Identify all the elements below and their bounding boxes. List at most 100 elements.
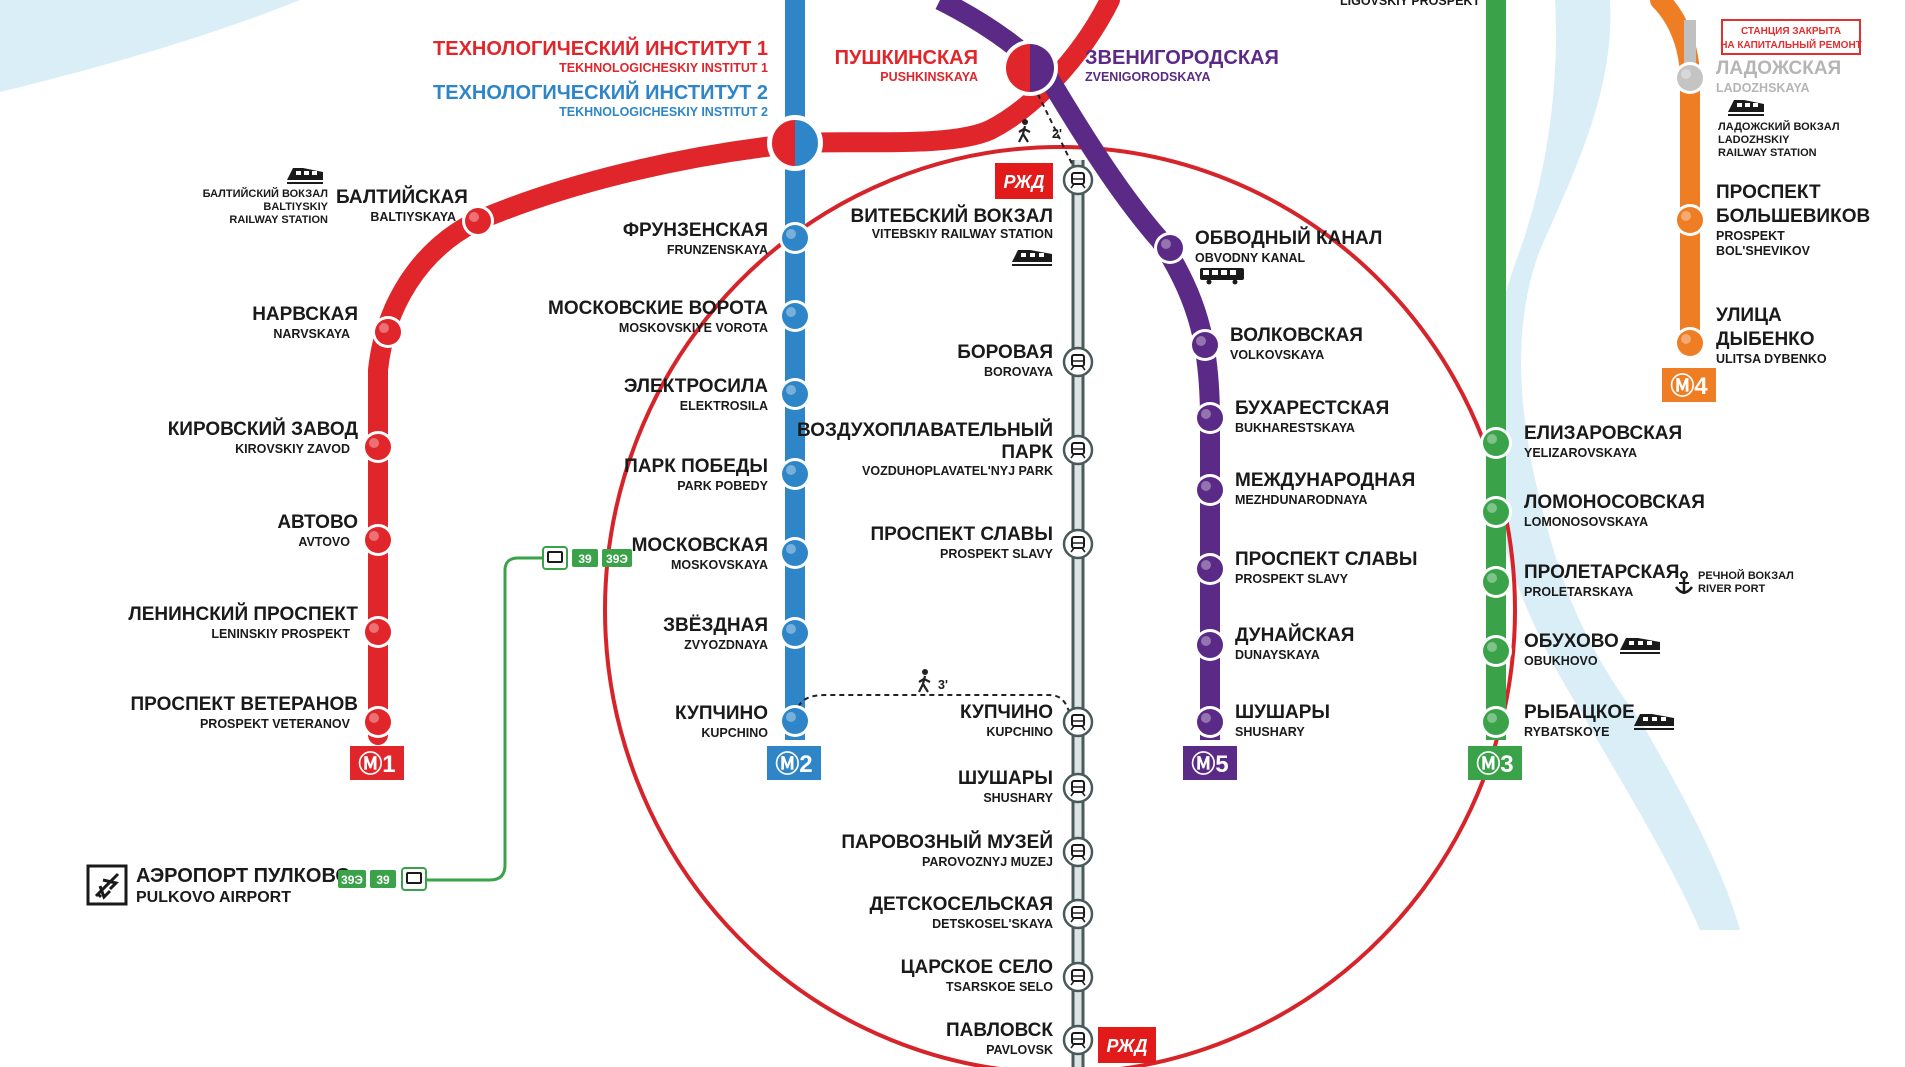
station-l1-5-ru: ПРОСПЕКТ ВЕТЕРАНОВ bbox=[131, 694, 358, 715]
water-top-left bbox=[0, 0, 300, 92]
station-pushkinskaya-ru[interactable]: ПУШКИНСКАЯ bbox=[835, 47, 978, 69]
station-l5-4-en: PROSPEKT SLAVY bbox=[1235, 572, 1349, 586]
station-l2-5[interactable] bbox=[779, 617, 811, 649]
station-l1-5[interactable] bbox=[362, 706, 394, 738]
station-l5-6[interactable] bbox=[1194, 706, 1226, 738]
station-rail-6-en: PAROVOZNYJ MUZEJ bbox=[922, 855, 1053, 869]
station-l1-1-en: NARVSKAYA bbox=[273, 327, 350, 341]
line-badge-label-4: Ⓜ3 bbox=[1476, 750, 1513, 778]
station-tech2-ru[interactable]: ТЕХНОЛОГИЧЕСКИЙ ИНСТИТУТ 2 bbox=[433, 80, 768, 104]
station-l3-1-ru: ЛОМОНОСОВСКАЯ bbox=[1524, 492, 1705, 513]
station-rail-0-en: VITEBSKIY RAILWAY STATION bbox=[872, 227, 1053, 241]
station-rail-6[interactable] bbox=[1062, 836, 1094, 868]
station-l3-4-en: RYBATSKOYE bbox=[1524, 725, 1609, 739]
station-l2-0-en: FRUNZENSKAYA bbox=[667, 243, 768, 257]
interchange-tech-institut[interactable] bbox=[767, 115, 823, 171]
station-l5-6-ru: ШУШАРЫ bbox=[1235, 702, 1330, 723]
station-rail-3-en: PROSPEKT SLAVY bbox=[940, 547, 1054, 561]
rzd-label-bottom: РЖД bbox=[1106, 1036, 1147, 1056]
station-l1-4-ru: ЛЕНИНСКИЙ ПРОСПЕКТ bbox=[128, 603, 358, 625]
station-rail-1[interactable] bbox=[1062, 346, 1094, 378]
station-rail-9-ru: ПАВЛОВСК bbox=[946, 1020, 1053, 1041]
station-rail-9[interactable] bbox=[1062, 1024, 1094, 1056]
walk-transfer-top bbox=[1029, 77, 1076, 171]
station-l5-1[interactable] bbox=[1189, 329, 1221, 361]
station-l3-0[interactable] bbox=[1480, 427, 1512, 459]
station-l1-1[interactable] bbox=[372, 316, 404, 348]
station-ligovsky-en: LIGOVSKIY PROSPEKT bbox=[1340, 0, 1480, 8]
line1-track bbox=[368, 0, 1120, 745]
station-l5-5[interactable] bbox=[1194, 629, 1226, 661]
station-l1-3[interactable] bbox=[362, 524, 394, 556]
station-rail-3-ru: ПРОСПЕКТ СЛАВЫ bbox=[871, 524, 1054, 545]
station-l3-1[interactable] bbox=[1480, 496, 1512, 528]
station-rail-7-ru: ДЕТСКОСЕЛЬСКАЯ bbox=[869, 894, 1053, 915]
closed-notice-l1: СТАНЦИЯ ЗАКРЫТА bbox=[1741, 26, 1841, 37]
rzd-label-top: РЖД bbox=[1003, 172, 1044, 192]
station-l2-1[interactable] bbox=[779, 300, 811, 332]
station-l4-2[interactable] bbox=[1674, 327, 1706, 359]
station-rail-0[interactable] bbox=[1062, 164, 1094, 196]
station-l2-5-ru: ЗВЁЗДНАЯ bbox=[663, 615, 768, 636]
station-l5-4-ru: ПРОСПЕКТ СЛАВЫ bbox=[1235, 549, 1418, 570]
station-l4-1-ru2: БОЛЬШЕВИКОВ bbox=[1716, 206, 1870, 227]
anchor-icon bbox=[1674, 571, 1694, 594]
station-l2-6[interactable] bbox=[779, 705, 811, 737]
station-l1-0[interactable] bbox=[462, 205, 494, 237]
station-l1-1-ru: НАРВСКАЯ bbox=[252, 304, 358, 325]
airport-ru[interactable]: АЭРОПОРТ ПУЛКОВО bbox=[136, 865, 351, 887]
line-badge-1: Ⓜ1 bbox=[350, 746, 404, 780]
station-l2-0[interactable] bbox=[779, 222, 811, 254]
station-l1-4[interactable] bbox=[362, 616, 394, 648]
bus-route-39e-airport: 39Э bbox=[341, 873, 363, 887]
station-l2-3[interactable] bbox=[779, 458, 811, 490]
station-rail-4[interactable] bbox=[1062, 706, 1094, 738]
station-l5-2[interactable] bbox=[1194, 402, 1226, 434]
line-badge-label-2: Ⓜ2 bbox=[775, 750, 812, 778]
station-l3-2[interactable] bbox=[1480, 566, 1512, 598]
baltiysky-rs-l1: БАЛТИЙСКИЙ ВОКЗАЛ bbox=[203, 187, 328, 200]
ladozhsky-rs-l3: RAILWAY STATION bbox=[1718, 147, 1817, 159]
interchange-pushkinskaya[interactable] bbox=[1002, 40, 1058, 96]
station-tech1-ru[interactable]: ТЕХНОЛОГИЧЕСКИЙ ИНСТИТУТ 1 bbox=[433, 36, 768, 60]
station-l4-1[interactable] bbox=[1674, 204, 1706, 236]
baltiysky-rs-l2: BALTIYSKIY bbox=[263, 201, 328, 213]
station-l4-1-en2: BOL'SHEVIKOV bbox=[1716, 244, 1811, 258]
station-l5-4[interactable] bbox=[1194, 553, 1226, 585]
station-l1-2[interactable] bbox=[362, 431, 394, 463]
line3-stations: ЕЛИЗАРОВСКАЯ YELIZAROVSKAYA ЛОМОНОСОВСКАЯ L… bbox=[1480, 423, 1705, 739]
station-l2-4-ru: МОСКОВСКАЯ bbox=[632, 535, 768, 556]
walk-time-top: 2' bbox=[1052, 127, 1062, 141]
station-rail-2[interactable] bbox=[1062, 434, 1094, 466]
station-zvenigorodskaya-ru[interactable]: ЗВЕНИГОРОДСКАЯ bbox=[1085, 47, 1279, 69]
station-l3-0-en: YELIZAROVSKAYA bbox=[1524, 446, 1637, 460]
station-l4-0[interactable] bbox=[1674, 62, 1706, 94]
station-l4-2-ru: УЛИЦА bbox=[1716, 305, 1782, 326]
station-l2-4[interactable] bbox=[779, 537, 811, 569]
station-l3-0-ru: ЕЛИЗАРОВСКАЯ bbox=[1524, 423, 1682, 444]
station-l4-0-ru: ЛАДОЖСКАЯ bbox=[1716, 58, 1841, 79]
station-l3-3[interactable] bbox=[1480, 635, 1512, 667]
station-rail-8-en: TSARSKOE SELO bbox=[946, 980, 1053, 994]
line-badge-4: Ⓜ3 bbox=[1468, 746, 1522, 780]
station-rail-7-en: DETSKOSEL'SKAYA bbox=[932, 917, 1053, 931]
station-rail-3[interactable] bbox=[1062, 528, 1094, 560]
station-l5-3[interactable] bbox=[1194, 474, 1226, 506]
station-tech2-en: TEKHNOLOGICHESKIY INSTITUT 2 bbox=[559, 105, 768, 119]
walk-icon-top bbox=[1018, 119, 1031, 143]
station-l3-1-en: LOMONOSOVSKAYA bbox=[1524, 515, 1648, 529]
station-l3-3-en: OBUKHOVO bbox=[1524, 654, 1598, 668]
station-rail-7[interactable] bbox=[1062, 898, 1094, 930]
station-l1-2-en: KIROVSKIY ZAVOD bbox=[235, 442, 350, 456]
rzd-logo-bottom: РЖД bbox=[1098, 1027, 1156, 1063]
station-rail-8[interactable] bbox=[1062, 961, 1094, 993]
highlight-circle bbox=[603, 145, 1517, 1067]
station-rail-6-ru: ПАРОВОЗНЫЙ МУЗЕЙ bbox=[841, 831, 1053, 853]
station-rail-5[interactable] bbox=[1062, 772, 1094, 804]
station-l2-2[interactable] bbox=[779, 378, 811, 410]
station-l5-0[interactable] bbox=[1154, 232, 1186, 264]
station-l2-5-en: ZVYOZDNAYA bbox=[684, 638, 768, 652]
station-l3-4[interactable] bbox=[1480, 706, 1512, 738]
